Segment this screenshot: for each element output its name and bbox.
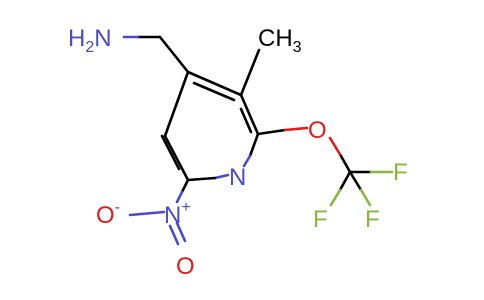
bond-c3-methyl [239, 48, 261, 97]
bond-c2-n1-blue [242, 154, 252, 168]
fluorine-top-label: F [393, 159, 408, 186]
amine-label: H2N [68, 25, 112, 56]
bond-c5-c4 [163, 70, 190, 138]
nitro-oxygen-left-label: O- [96, 199, 120, 229]
bond-c4-ch2 [158, 35, 190, 74]
methyl-label: CH3 [258, 25, 302, 56]
bond-c3-c2 [239, 93, 260, 136]
bond-c2-o-black [256, 128, 287, 136]
bond-c6-nitro-blue [175, 190, 184, 204]
ether-oxygen-label: O [308, 117, 327, 144]
bond-c2-n1-black [248, 132, 260, 158]
bond-c2-c3-inner [239, 107, 253, 134]
bond-c6-c5 [163, 134, 190, 182]
bond-o-cf3-red [328, 136, 343, 158]
bond-cf3-f-right-green [359, 188, 372, 207]
nitro-oxygen-bottom-label: O [176, 253, 195, 280]
bond-n1-c6-blue [213, 173, 230, 180]
bond-nitro-o-bottom-b [175, 221, 187, 243]
ring-nitrogen-label: N [229, 164, 246, 191]
bond-cf3-f-left-black [338, 170, 352, 192]
bond-nitro-o-bottom-a [168, 224, 180, 246]
bond-c4-c3-inner [192, 81, 236, 102]
fluorine-left-label: F [313, 206, 328, 233]
bond-n1-c6-black [186, 176, 217, 182]
bond-c4-c3 [186, 70, 243, 97]
bond-cf3-f-left-green [329, 188, 342, 207]
bond-o-cf3-black [339, 154, 352, 174]
nitro-nitrogen-label: N+ [164, 199, 191, 229]
bond-nitro-o-left [128, 210, 166, 217]
bond-c6-c5-inner [160, 134, 181, 171]
bond-cf3-f-right-black [348, 170, 363, 192]
bonds [122, 35, 394, 246]
bond-c2-o-red [283, 126, 309, 132]
atom-labels: H2N CH3 N O F F F N+ O- O [68, 25, 408, 280]
bond-c6-nitro-black [180, 178, 190, 194]
fluorine-right-label: F [365, 206, 380, 233]
